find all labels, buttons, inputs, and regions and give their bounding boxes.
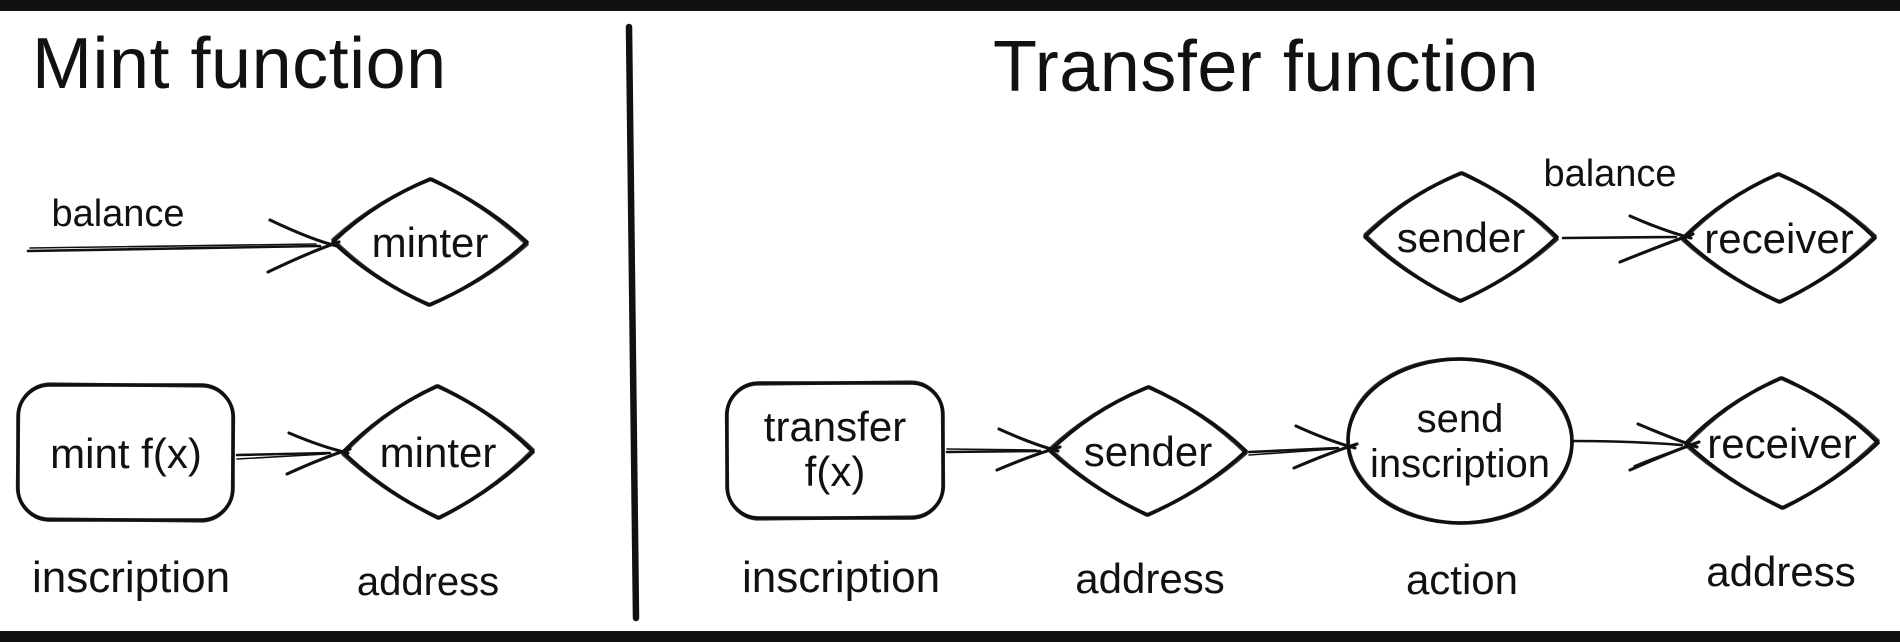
- transfer-sender-bottom-label: sender: [1084, 428, 1212, 475]
- transfer-fx-label-line1: transfer: [764, 403, 906, 450]
- transfer-balance-arrow: [1561, 214, 1695, 264]
- mint-inscription-label: inscription: [32, 553, 230, 602]
- mint-address-label: address: [357, 560, 499, 604]
- mint-fx-arrow: [235, 431, 352, 476]
- mint-fx-label: mint f(x): [50, 430, 202, 477]
- mint-panel-title: Mint function: [32, 24, 447, 104]
- transfer-balance-label: balance: [1543, 153, 1676, 195]
- transfer-address-right-label: address: [1706, 548, 1855, 595]
- transfer-send-inscription-ellipse-sketch: [1343, 353, 1577, 529]
- transfer-receiver-top-label: receiver: [1704, 215, 1853, 262]
- mint-minter-bottom-label: minter: [380, 429, 497, 476]
- transfer-action-caption: action: [1406, 556, 1518, 603]
- bottom-border-bar: [0, 631, 1900, 642]
- transfer-receiver-bottom-label: receiver: [1707, 420, 1856, 467]
- transfer-panel-title: Transfer function: [993, 27, 1539, 107]
- transfer-action-label-line1: send: [1417, 397, 1504, 441]
- transfer-fx-label-line2: f(x): [805, 448, 866, 495]
- transfer-receive-arrow: [1572, 422, 1701, 472]
- transfer-address-mid-label: address: [1075, 555, 1224, 602]
- mint-minter-top-label: minter: [372, 219, 489, 266]
- transfer-inscription-label: inscription: [742, 553, 940, 602]
- panel-divider-line: [625, 23, 640, 622]
- transfer-send-arrow: [1247, 424, 1359, 470]
- transfer-action-label-line2: inscription: [1370, 442, 1550, 486]
- mint-balance-label: balance: [51, 193, 184, 235]
- transfer-fx-arrow: [945, 427, 1062, 472]
- top-border-bar: [0, 0, 1900, 11]
- transfer-sender-top-label: sender: [1397, 214, 1525, 261]
